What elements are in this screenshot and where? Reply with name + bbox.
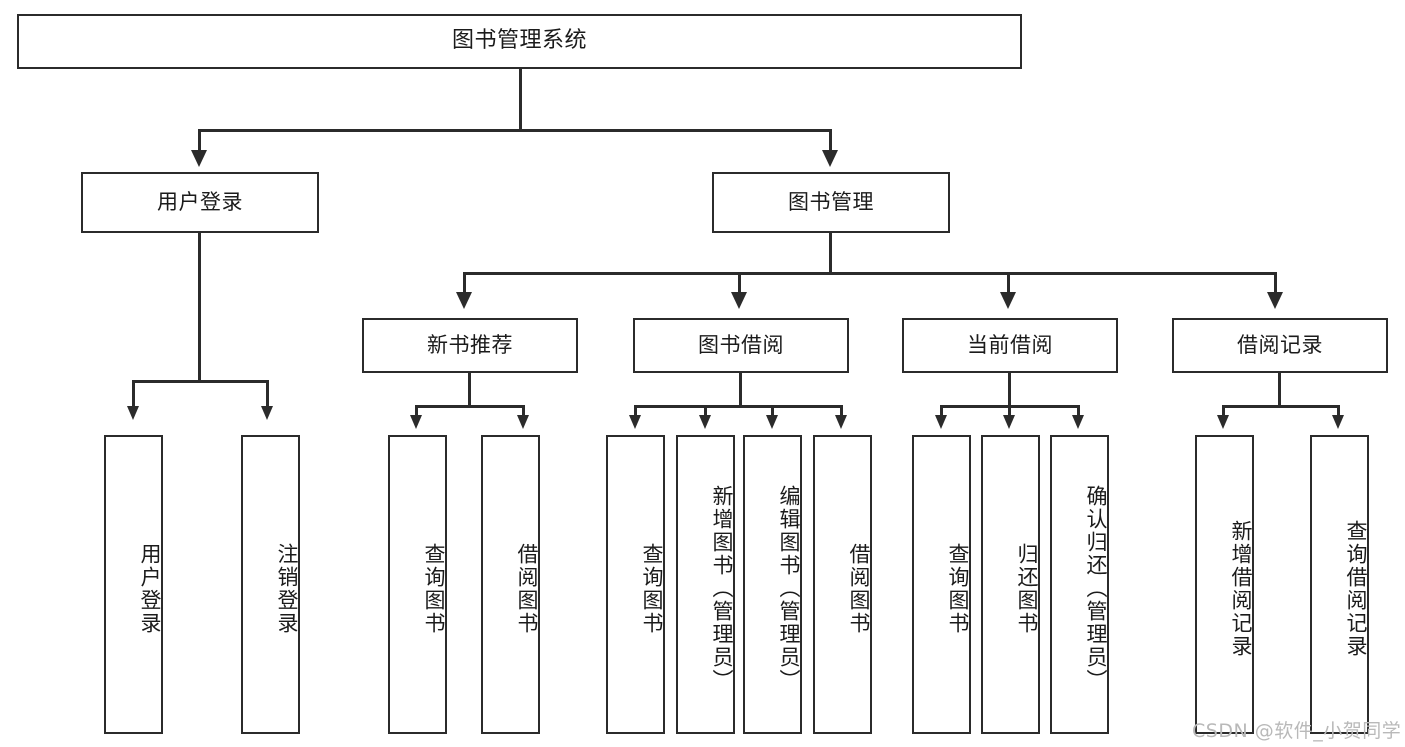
arrow-to-leaf-query-book-1: [410, 415, 422, 429]
connector-cb-stem: [1008, 373, 1011, 408]
node-new-book-recommend: 新书推荐: [362, 318, 578, 373]
connector-root-drop-left: [198, 129, 201, 152]
connector-user-login-drop-2: [266, 380, 269, 408]
connector-br-drop-1: [1222, 405, 1225, 417]
node-book-borrow: 图书借阅: [633, 318, 849, 373]
leaf-query-book-1-label: 查询图书: [422, 542, 446, 635]
arrow-to-book-manage: [822, 150, 838, 167]
leaf-return-book: 归还图书: [981, 435, 1040, 734]
connector-bm-drop-3: [1007, 272, 1010, 294]
node-book-manage: 图书管理: [712, 172, 950, 233]
connector-nbr-drop-1: [415, 405, 418, 417]
node-root-label: 图书管理系统: [451, 28, 587, 54]
connector-user-login-drop-1: [132, 380, 135, 408]
arrow-to-leaf-confirm-return: [1072, 415, 1084, 429]
connector-bb-drop-2: [704, 405, 707, 417]
node-new-book-recommend-label: 新书推荐: [427, 332, 513, 357]
leaf-user-login-label: 用户登录: [138, 542, 162, 635]
node-borrow-record: 借阅记录: [1172, 318, 1388, 373]
leaf-borrow-book-2: 借阅图书: [813, 435, 872, 734]
leaf-borrow-book-1: 借阅图书: [481, 435, 540, 734]
connector-nbr-stem: [468, 373, 471, 408]
node-root: 图书管理系统: [17, 14, 1022, 69]
arrow-to-leaf-query-book-2: [629, 415, 641, 429]
connector-bb-stem: [739, 373, 742, 408]
leaf-query-record: 查询借阅记录: [1310, 435, 1369, 734]
connector-book-manage-stem: [829, 233, 832, 275]
leaf-edit-book-label: 编辑图书（管理员）: [777, 485, 801, 692]
leaf-return-book-label: 归还图书: [1015, 542, 1039, 635]
arrow-to-borrow-record: [1267, 292, 1283, 309]
connector-bb-bus: [634, 405, 843, 408]
arrow-to-leaf-borrow-book-1: [517, 415, 529, 429]
leaf-logout-login: 注销登录: [241, 435, 300, 734]
leaf-edit-book: 编辑图书（管理员）: [743, 435, 802, 734]
connector-nbr-bus: [415, 405, 525, 408]
arrow-to-leaf-add-record: [1217, 415, 1229, 429]
connector-bm-drop-4: [1274, 272, 1277, 294]
node-user-login: 用户登录: [81, 172, 319, 233]
connector-user-login-stem: [198, 233, 201, 383]
connector-cb-drop-3: [1077, 405, 1080, 417]
connector-root-bus: [198, 129, 832, 132]
leaf-add-book: 新增图书（管理员）: [676, 435, 735, 734]
leaf-borrow-book-2-label: 借阅图书: [847, 542, 871, 635]
leaf-user-login: 用户登录: [104, 435, 163, 734]
arrow-to-user-login: [191, 150, 207, 167]
node-borrow-record-label: 借阅记录: [1237, 332, 1323, 357]
connector-bb-drop-1: [634, 405, 637, 417]
arrow-to-leaf-edit-book: [766, 415, 778, 429]
arrow-to-leaf-query-book-3: [935, 415, 947, 429]
node-current-borrow: 当前借阅: [902, 318, 1118, 373]
arrow-to-book-borrow: [731, 292, 747, 309]
connector-nbr-drop-2: [522, 405, 525, 417]
node-user-login-label: 用户登录: [157, 189, 243, 214]
arrow-to-new-book-recommend: [456, 292, 472, 309]
connector-cb-drop-1: [940, 405, 943, 417]
leaf-confirm-return: 确认归还（管理员）: [1050, 435, 1109, 734]
arrow-to-leaf-borrow-book-2: [835, 415, 847, 429]
node-book-borrow-label: 图书借阅: [698, 332, 784, 357]
leaf-add-record-label: 新增借阅记录: [1229, 519, 1253, 658]
leaf-query-book-3-label: 查询图书: [946, 542, 970, 635]
connector-bm-drop-2: [738, 272, 741, 294]
connector-cb-drop-2: [1008, 405, 1011, 417]
connector-root-drop-right: [829, 129, 832, 152]
leaf-add-record: 新增借阅记录: [1195, 435, 1254, 734]
connector-book-manage-bus: [463, 272, 1277, 275]
watermark: CSDN @软件_小贺同学: [1192, 720, 1402, 742]
leaf-query-record-label: 查询借阅记录: [1344, 519, 1368, 658]
arrow-to-leaf-return-book: [1003, 415, 1015, 429]
connector-br-drop-2: [1337, 405, 1340, 417]
leaf-add-book-label: 新增图书（管理员）: [710, 485, 734, 692]
arrow-to-leaf-query-record: [1332, 415, 1344, 429]
arrow-to-leaf-logout-login: [261, 406, 273, 420]
connector-bm-drop-1: [463, 272, 466, 294]
leaf-query-book-1: 查询图书: [388, 435, 447, 734]
leaf-query-book-3: 查询图书: [912, 435, 971, 734]
connector-user-login-bus: [132, 380, 269, 383]
node-book-manage-label: 图书管理: [788, 189, 874, 214]
leaf-logout-login-label: 注销登录: [275, 542, 299, 635]
leaf-confirm-return-label: 确认归还（管理员）: [1084, 485, 1108, 692]
leaf-borrow-book-1-label: 借阅图书: [515, 542, 539, 635]
leaf-query-book-2: 查询图书: [606, 435, 665, 734]
arrow-to-current-borrow: [1000, 292, 1016, 309]
connector-br-stem: [1278, 373, 1281, 408]
arrow-to-leaf-add-book: [699, 415, 711, 429]
connector-bb-drop-4: [840, 405, 843, 417]
leaf-query-book-2-label: 查询图书: [640, 542, 664, 635]
connector-root-stem: [519, 69, 522, 131]
connector-bb-drop-3: [771, 405, 774, 417]
connector-br-bus: [1222, 405, 1340, 408]
node-current-borrow-label: 当前借阅: [967, 332, 1053, 357]
arrow-to-leaf-user-login: [127, 406, 139, 420]
